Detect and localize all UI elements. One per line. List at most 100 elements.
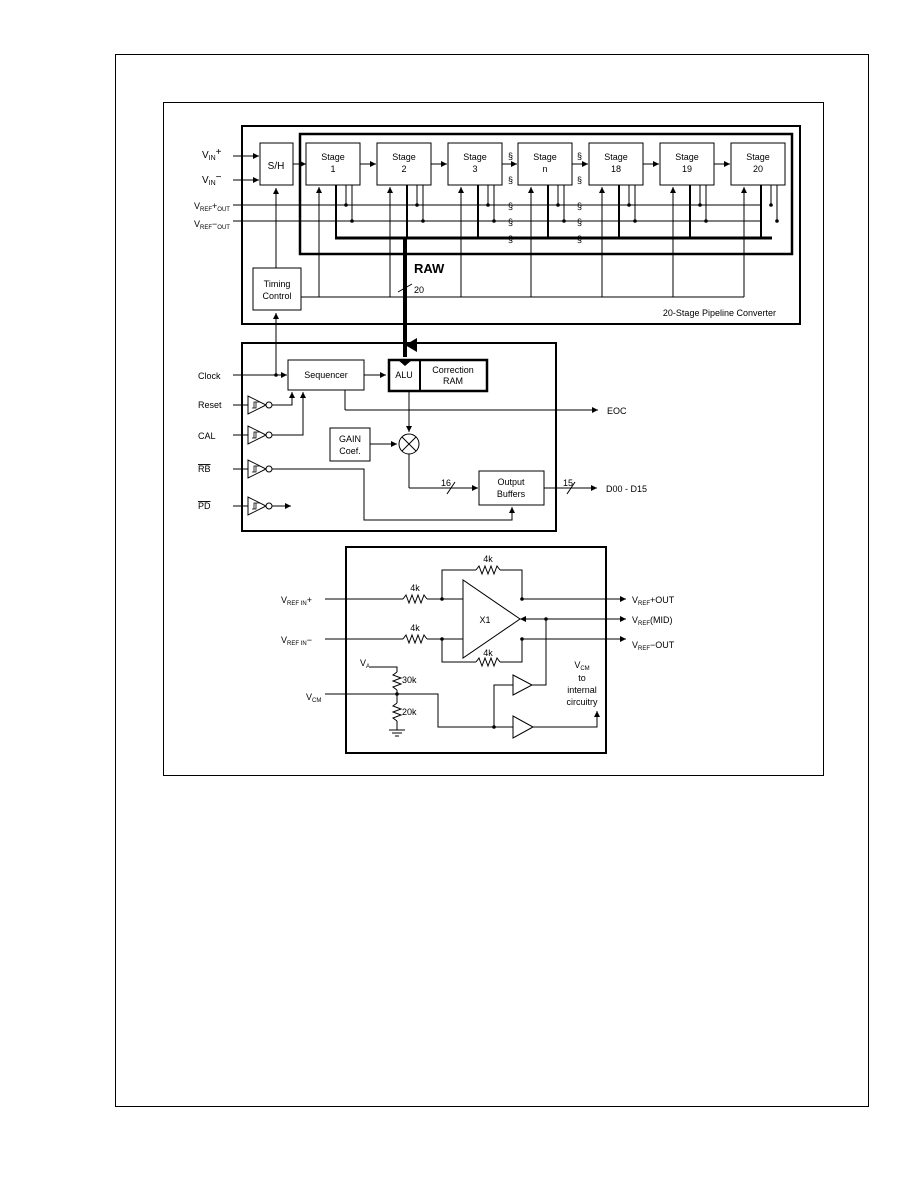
stage-number: 18 (611, 164, 621, 174)
output-buffers-label: Output (497, 477, 525, 487)
vref-mid-label: VREF(MID) (632, 615, 673, 627)
gain-coef-label: GAIN (339, 434, 361, 444)
svg-text:§: § (577, 175, 582, 185)
stage-title: Stage (321, 152, 345, 162)
vin-minus-label: VIN− (202, 172, 222, 187)
reference-block: VREF IN+ VREF IN− VCM 4k 4k 4k 4k X1 (281, 546, 675, 754)
resistor-top-label: 4k (483, 554, 493, 564)
stage-number: 3 (472, 164, 477, 174)
pipeline-converter: VIN+ VIN− VREF+OUT VREF−OUT S/H Stage1St… (194, 125, 801, 366)
stage-title: Stage (746, 152, 770, 162)
vref-minus-out-ref-label: VREF−OUT (632, 640, 675, 652)
dout-label: D00 - D15 (606, 484, 647, 494)
vref-minus-out-label: VREF−OUT (194, 219, 230, 231)
cal-buffer (247, 425, 268, 445)
x1-amplifier (462, 579, 521, 659)
page-border (115, 54, 869, 1107)
raw-bus-width: 20 (414, 285, 424, 295)
vcm-internal-label-2: to (578, 673, 586, 683)
svg-text:§: § (508, 151, 513, 161)
resistor-in2-label: 4k (410, 623, 420, 633)
stage-title: Stage (463, 152, 487, 162)
bus16-label: 16 (441, 478, 451, 488)
timing-control-label-2: Control (262, 291, 291, 301)
resistor-30k (391, 671, 403, 691)
pipeline-caption: 20-Stage Pipeline Converter (663, 308, 776, 318)
pipeline-outer-box (241, 125, 801, 325)
vcm-buffer (512, 715, 535, 739)
vcm-internal-label: VCM (574, 660, 589, 672)
svg-text:§: § (508, 201, 513, 211)
eoc-label: EOC (607, 406, 627, 416)
timing-control-label: Timing (264, 279, 291, 289)
stages-box (298, 132, 794, 256)
output-buffers-label-2: Buffers (497, 489, 526, 499)
vref-plus-out-label: VREF+OUT (194, 201, 230, 213)
vcm-internal-label-4: circuitry (567, 697, 598, 707)
resistor-in1 (402, 593, 428, 605)
svg-text:§: § (577, 234, 582, 244)
pd-buffer (247, 496, 268, 516)
amplifier-label: X1 (479, 615, 490, 625)
clock-label: Clock (198, 371, 221, 381)
svg-text:§: § (577, 201, 582, 211)
sequencer-label: Sequencer (304, 370, 348, 380)
svg-text:§: § (508, 175, 513, 185)
pd-label: PD (198, 501, 211, 511)
resistor-20k (391, 702, 403, 722)
break-marks: §§ §§ § §§ §§ § (508, 151, 582, 244)
stage-number: 19 (682, 164, 692, 174)
rb-buffer (247, 459, 268, 479)
resistor-30k-label: 30k (402, 675, 417, 685)
vref-in-minus-label: VREF IN− (281, 635, 312, 647)
gain-coef-box (329, 427, 371, 462)
logic-block: Clock Reset CAL RB PD Sequencer EOC ALU … (198, 313, 647, 532)
bus15-label: 15 (563, 478, 573, 488)
mid-buffer (512, 674, 534, 696)
stage-box (376, 142, 432, 186)
cal-label: CAL (198, 431, 216, 441)
resistor-20k-label: 20k (402, 707, 417, 717)
vin-plus-label: VIN+ (202, 147, 222, 162)
resistor-bottom-label: 4k (483, 648, 493, 658)
alu-label: ALU (395, 370, 413, 380)
vcm-internal-label-3: internal (567, 685, 597, 695)
stage-title: Stage (533, 152, 557, 162)
reset-label: Reset (198, 400, 222, 410)
gain-coef-label-2: Coef. (339, 446, 361, 456)
stage-box (517, 142, 573, 186)
svg-text:§: § (508, 234, 513, 244)
raw-label: RAW (414, 261, 445, 276)
resistor-bottom (475, 656, 501, 668)
correction-ram-label-2: RAM (443, 376, 463, 386)
sample-hold-label: S/H (268, 161, 285, 172)
timing-control-box (252, 267, 302, 311)
sequencer-box (287, 359, 365, 391)
rb-label: RB (198, 464, 211, 474)
stage-title: Stage (604, 152, 628, 162)
stage-title: Stage (675, 152, 699, 162)
stage-box (659, 142, 715, 186)
vcm-label: VCM (306, 692, 321, 704)
output-buffers-box (478, 470, 545, 506)
stage-number: 1 (330, 164, 335, 174)
stage-number: n (542, 164, 547, 174)
stage-number: 2 (401, 164, 406, 174)
diagram-border (163, 102, 824, 776)
resistor-in1-label: 4k (410, 583, 420, 593)
stage-box (730, 142, 786, 186)
correction-ram-label: Correction (432, 365, 474, 375)
vref-in-plus-label: VREF IN+ (281, 595, 312, 607)
resistor-top (475, 564, 501, 576)
vref-plus-out-ref-label: VREF+OUT (632, 595, 675, 607)
stage-title: Stage (392, 152, 416, 162)
svg-text:§: § (577, 151, 582, 161)
svg-text:§: § (577, 217, 582, 227)
resistor-in2 (402, 633, 428, 645)
alu-ram-box (387, 358, 489, 393)
reference-outer-box (345, 546, 607, 754)
reset-buffer (247, 395, 268, 415)
logic-outer-box (241, 342, 557, 532)
pipeline-stages: Stage 1 Stage 2 Stage 3 Stage n Stage 18 Stage 19 St… (305, 142, 786, 238)
